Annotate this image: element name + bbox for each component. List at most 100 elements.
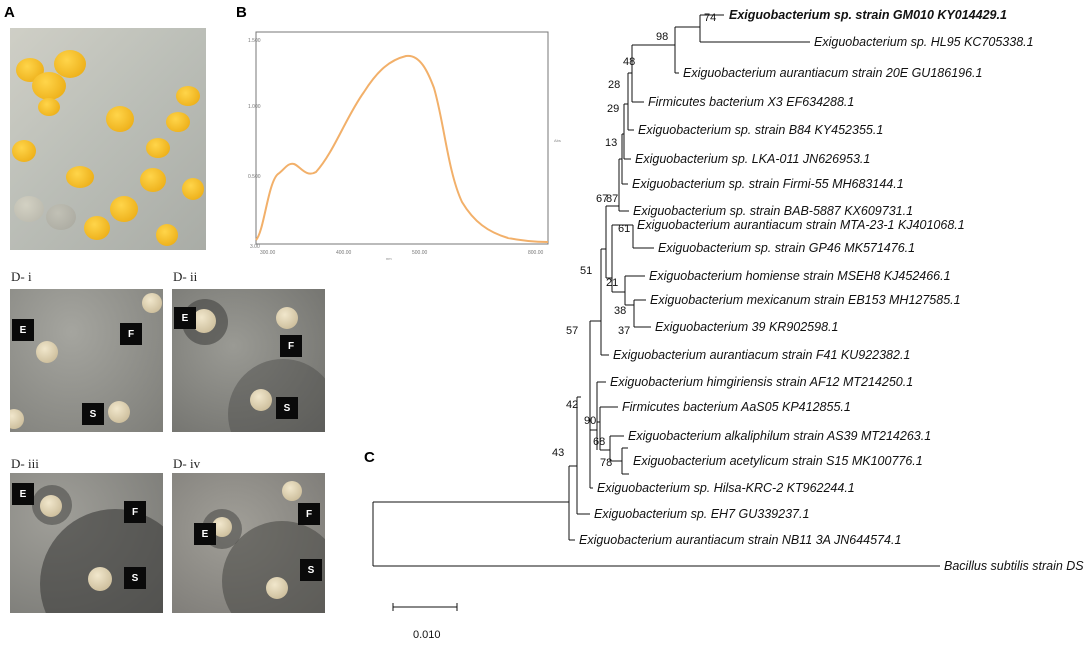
- taxon-label: Exiguobacterium aurantiacum strain MTA-2…: [637, 218, 965, 232]
- tag-e: E: [12, 319, 34, 341]
- taxon-label: Bacillus subtilis strain DSM 10 NR027552…: [944, 559, 1084, 573]
- colony: [266, 577, 288, 599]
- plate-photo: E F S: [10, 473, 163, 613]
- plate-photo: E F S: [10, 289, 163, 432]
- taxon-label: Exiguobacterium sp. strain GM010 KY01442…: [729, 8, 1007, 22]
- taxon-label: Exiguobacterium sp. LKA-011 JN626953.1: [635, 152, 870, 166]
- tick-label: 500.00: [412, 250, 428, 256]
- colony: [142, 293, 162, 313]
- bootstrap-value: 78: [600, 457, 612, 469]
- panel-label-c: C: [364, 449, 375, 466]
- colony: [12, 140, 36, 162]
- plate-label: D- i: [11, 269, 32, 284]
- tick-label: 1.000: [248, 104, 261, 110]
- plate-photo: E F S: [172, 289, 325, 432]
- taxon-label: Exiguobacterium aurantiacum strain 20E G…: [683, 66, 982, 80]
- taxon-label: Firmicutes bacterium AaS05 KP412855.1: [622, 400, 851, 414]
- colony: [110, 196, 138, 222]
- tag-s: S: [300, 559, 322, 581]
- taxon-label: Exiguobacterium sp. strain GP46 MK571476…: [658, 241, 915, 255]
- tag-f: F: [280, 335, 302, 357]
- x-axis-label: nm: [386, 256, 392, 261]
- taxon-label: Exiguobacterium sp. EH7 GU339237.1: [594, 507, 809, 521]
- colony-photo: [10, 28, 206, 250]
- plate-label: D- iv: [173, 456, 201, 471]
- tag-f: F: [120, 323, 142, 345]
- tag-e: E: [174, 307, 196, 329]
- taxon-label: Exiguobacterium sp. strain B84 KY452355.…: [638, 123, 883, 137]
- taxon-label: Exiguobacterium mexicanum strain EB153 M…: [650, 293, 961, 307]
- tag-s: S: [276, 397, 298, 419]
- taxon-label: Exiguobacterium sp. strain Firmi-55 MH68…: [632, 177, 904, 191]
- plate-label: D- iii: [11, 456, 39, 471]
- colony: [106, 106, 134, 132]
- colony: [212, 517, 232, 537]
- tag-f: F: [124, 501, 146, 523]
- colony: [156, 224, 178, 246]
- taxon-label: Exiguobacterium acetylicum strain S15 MK…: [633, 454, 923, 468]
- tick-label: 400.00: [336, 250, 352, 256]
- colony: [192, 309, 216, 333]
- bootstrap-value: 48: [623, 56, 635, 68]
- bootstrap-value: 51: [580, 265, 592, 277]
- tick-label: 0.500: [248, 174, 261, 180]
- bootstrap-value: 98: [656, 31, 668, 43]
- tag-f: F: [298, 503, 320, 525]
- colony: [182, 178, 204, 200]
- spectrum-chart: 3.00 300.00 400.00 500.00 800.00 1.500 1…: [248, 31, 561, 261]
- colony: [84, 216, 110, 240]
- colony: [108, 401, 130, 423]
- tick-label: 300.00: [260, 250, 276, 256]
- taxon-label: Firmicutes bacterium X3 EF634288.1: [648, 95, 854, 109]
- colony: [282, 481, 302, 501]
- colony: [54, 50, 86, 78]
- colony: [250, 389, 272, 411]
- taxon-label: Exiguobacterium sp. Hilsa-KRC-2 KT962244…: [597, 481, 855, 495]
- colony: [46, 204, 76, 230]
- colony: [176, 86, 200, 106]
- plate-label: D- ii: [173, 269, 198, 284]
- taxon-label: Exiguobacterium homiense strain MSEH8 KJ…: [649, 269, 951, 283]
- bootstrap-value: 68: [593, 436, 605, 448]
- colony: [88, 567, 112, 591]
- colony: [140, 168, 166, 192]
- plate-photo: E F S: [172, 473, 325, 613]
- tag-e: E: [12, 483, 34, 505]
- bootstrap-value: 38: [614, 305, 626, 317]
- colony: [14, 196, 44, 222]
- colony: [38, 98, 60, 116]
- colony: [146, 138, 170, 158]
- scale-bar-label: 0.010: [413, 629, 441, 641]
- taxon-label: Exiguobacterium 39 KR902598.1: [655, 320, 838, 334]
- taxon-label: Exiguobacterium alkaliphilum strain AS39…: [628, 429, 931, 443]
- panel-label-b: B: [236, 4, 247, 21]
- taxon-label: Exiguobacterium sp. strain BAB-5887 KX60…: [633, 204, 913, 218]
- taxon-label: Exiguobacterium himgiriensis strain AF12…: [610, 375, 913, 389]
- bootstrap-value: 13: [605, 137, 617, 149]
- tick-label: 800.00: [528, 250, 544, 256]
- colony: [40, 495, 62, 517]
- colony: [32, 72, 66, 100]
- colony: [276, 307, 298, 329]
- bootstrap-value: 29: [607, 103, 619, 115]
- taxon-label: Exiguobacterium aurantiacum strain F41 K…: [613, 348, 910, 362]
- scale-bar: [392, 603, 458, 611]
- colony: [10, 409, 24, 429]
- bootstrap-value: 28: [608, 79, 620, 91]
- tag-s: S: [82, 403, 104, 425]
- bootstrap-value: 57: [566, 325, 578, 337]
- tag-e: E: [194, 523, 216, 545]
- panel-label-a: A: [4, 4, 15, 21]
- bootstrap-value: 43: [552, 447, 564, 459]
- tag-s: S: [124, 567, 146, 589]
- bootstrap-value: 42: [566, 399, 578, 411]
- bootstrap-value: 87: [606, 193, 618, 205]
- spectrum-line: [255, 54, 549, 243]
- bootstrap-value: 21: [606, 277, 618, 289]
- tick-label: 1.500: [248, 38, 261, 44]
- tick-label: 3.00: [250, 244, 260, 250]
- bootstrap-value: 74: [704, 12, 716, 24]
- colony: [36, 341, 58, 363]
- y-axis-label: Abs: [554, 138, 561, 143]
